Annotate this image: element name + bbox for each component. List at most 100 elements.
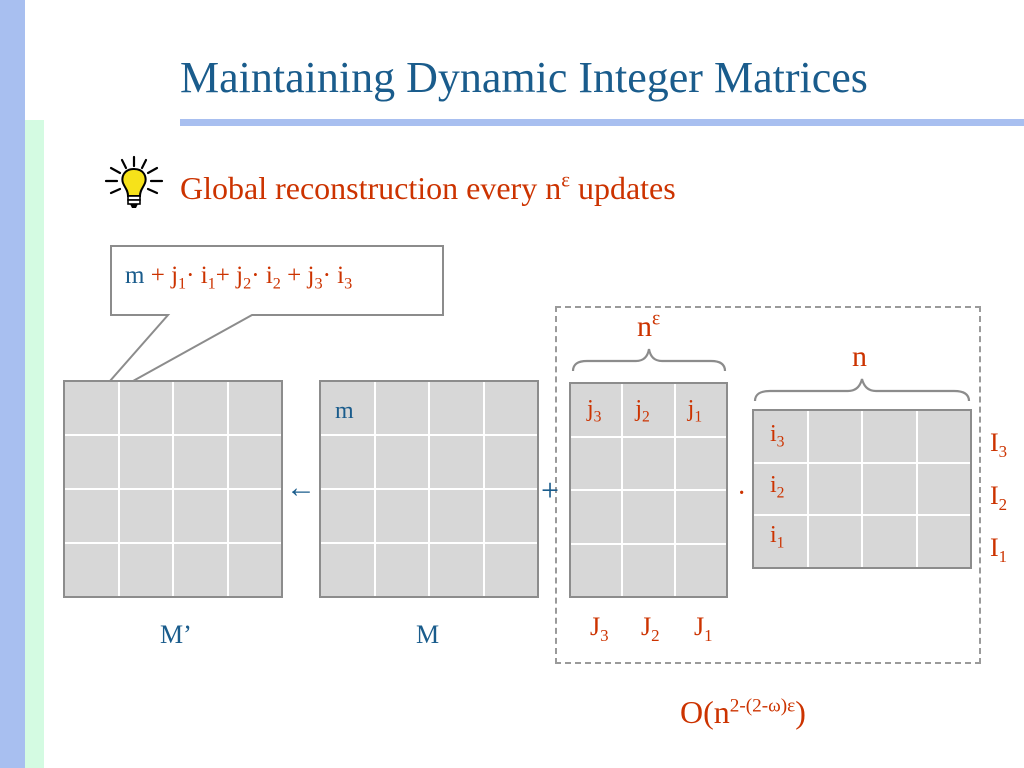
matrix-cell bbox=[119, 490, 172, 542]
label-n: n bbox=[852, 340, 867, 373]
matrix-cell bbox=[808, 411, 861, 462]
matrix-cell bbox=[65, 436, 118, 488]
matrix-cell bbox=[119, 382, 172, 434]
callout-dot-1: · bbox=[186, 262, 195, 289]
cell-j2: j2 bbox=[635, 396, 650, 426]
matrix-cell: i3 bbox=[754, 411, 807, 462]
callout-m: m bbox=[125, 262, 145, 289]
callout-i2: i2 bbox=[265, 262, 281, 293]
matrix-cell bbox=[430, 382, 483, 434]
complexity-exponent: 2-(2-ω)ε bbox=[729, 695, 796, 717]
title-underline bbox=[180, 119, 1024, 126]
matrix-cell bbox=[623, 491, 674, 543]
matrix-cell bbox=[808, 516, 861, 567]
bullet-tail: updates bbox=[569, 170, 676, 206]
label-m-prime: M’ bbox=[160, 620, 192, 649]
matrix-cell bbox=[65, 490, 118, 542]
callout-j1: j1 bbox=[171, 262, 187, 293]
matrix-m-prime bbox=[63, 380, 283, 598]
complexity-label: O(n2-(2-ω)ε) bbox=[680, 694, 806, 731]
matrix-cell bbox=[917, 463, 970, 515]
matrix-cell bbox=[675, 491, 726, 543]
label-J1: J1 bbox=[694, 612, 713, 645]
matrix-cell bbox=[65, 382, 118, 434]
callout-dot-2: · bbox=[251, 262, 260, 289]
matrix-i: i3 i2 i1 bbox=[752, 409, 972, 569]
matrix-cell bbox=[623, 437, 674, 489]
product-dot: · bbox=[737, 478, 747, 509]
plus-operator: + bbox=[541, 472, 560, 508]
matrix-cell bbox=[863, 463, 916, 515]
matrix-cell bbox=[430, 490, 483, 542]
callout-plus-3: + bbox=[287, 262, 302, 289]
matrix-cell bbox=[484, 436, 537, 488]
complexity-suffix: ) bbox=[795, 694, 806, 730]
left-arrow: ← bbox=[286, 471, 316, 504]
matrix-cell bbox=[375, 544, 428, 596]
callout-plus-2: + bbox=[215, 262, 230, 289]
matrix-cell: m bbox=[321, 382, 374, 434]
matrix-cell: j3 bbox=[571, 384, 622, 436]
matrix-cell bbox=[174, 436, 227, 488]
matrix-cell bbox=[174, 490, 227, 542]
dashed-region bbox=[555, 306, 981, 664]
cell-m: m bbox=[335, 398, 354, 424]
matrix-cell bbox=[484, 382, 537, 434]
lightbulb-icon bbox=[104, 155, 164, 208]
slide-title: Maintaining Dynamic Integer Matrices bbox=[180, 53, 868, 102]
callout-j3: j3 bbox=[307, 262, 323, 293]
label-I3: I3 bbox=[990, 428, 1008, 461]
matrix-cell bbox=[228, 382, 281, 434]
matrix-cell: i1 bbox=[754, 516, 807, 567]
callout-dot-3: · bbox=[322, 262, 331, 289]
matrix-cell bbox=[321, 490, 374, 542]
matrix-cell bbox=[119, 544, 172, 596]
matrix-m: m bbox=[319, 380, 539, 598]
matrix-cell bbox=[675, 544, 726, 596]
callout-i3: i3 bbox=[337, 262, 353, 293]
matrix-cell bbox=[863, 411, 916, 462]
matrix-cell bbox=[321, 436, 374, 488]
callout-plus-1: + bbox=[150, 262, 165, 289]
matrix-cell bbox=[571, 544, 622, 596]
matrix-cell bbox=[119, 436, 172, 488]
matrix-cell bbox=[917, 516, 970, 567]
label-J2: J2 bbox=[641, 612, 660, 645]
bullet-main: Global reconstruction every n bbox=[180, 170, 562, 206]
matrix-cell bbox=[917, 411, 970, 462]
complexity-prefix: O(n bbox=[680, 694, 730, 730]
cell-i1: i1 bbox=[770, 522, 785, 552]
matrix-cell: j2 bbox=[623, 384, 674, 436]
matrix-cell bbox=[375, 490, 428, 542]
label-n-eps: nε bbox=[637, 308, 661, 343]
cell-j1: j1 bbox=[687, 396, 703, 426]
matrix-cell bbox=[228, 436, 281, 488]
bullet-text: Global reconstruction every nε updates bbox=[180, 170, 676, 207]
matrix-cell: j1 bbox=[675, 384, 726, 436]
callout-j2: j2 bbox=[236, 262, 252, 293]
matrix-j: j3 j2 j1 bbox=[569, 382, 728, 598]
matrix-cell bbox=[623, 544, 674, 596]
matrix-cell bbox=[174, 382, 227, 434]
label-J3: J3 bbox=[590, 612, 609, 645]
matrix-cell bbox=[675, 437, 726, 489]
matrix-cell bbox=[484, 544, 537, 596]
label-m: M bbox=[416, 620, 440, 649]
cell-i2: i2 bbox=[770, 471, 785, 502]
brace-n bbox=[753, 378, 971, 402]
matrix-cell bbox=[430, 544, 483, 596]
matrix-cell bbox=[375, 436, 428, 488]
left-accent-bar bbox=[0, 0, 25, 768]
matrix-cell bbox=[174, 544, 227, 596]
matrix-cell bbox=[571, 437, 622, 489]
matrix-cell bbox=[808, 463, 861, 515]
callout-i1: i1 bbox=[200, 262, 216, 293]
label-I2: I2 bbox=[990, 481, 1008, 514]
left-accent-strip bbox=[25, 120, 44, 768]
callout-formula: m + j1· i1+ j2· i2 + j3· i3 bbox=[125, 262, 353, 293]
matrix-cell bbox=[65, 544, 118, 596]
bullet-epsilon: ε bbox=[561, 168, 570, 192]
label-I1: I1 bbox=[990, 533, 1008, 566]
matrix-cell bbox=[321, 544, 374, 596]
